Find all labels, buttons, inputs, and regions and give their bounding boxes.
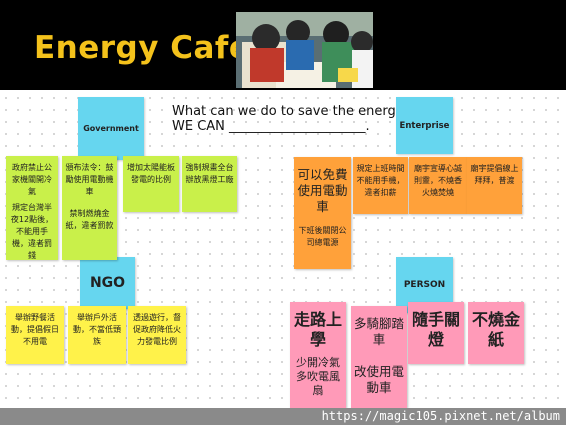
enterprise-note: 可以免費使用電動車 下班後關閉公司總電源 bbox=[294, 157, 351, 269]
person-note-text: 少開冷氣多吹電風扇 bbox=[296, 356, 340, 397]
ngo-note: 舉辦戶外活動，不當低頭族 bbox=[68, 306, 126, 364]
question-line-2: WE CAN _____________________. bbox=[172, 119, 370, 134]
footer-bar: https://magic105.pixnet.net/album bbox=[0, 408, 566, 425]
person-note-text: 改使用電動車 bbox=[354, 364, 405, 395]
person-note-text: 隨手關燈 bbox=[411, 310, 460, 349]
category-enterprise-label: Enterprise bbox=[399, 120, 450, 131]
slide-header: Energy Café bbox=[0, 0, 566, 90]
category-enterprise: Enterprise bbox=[396, 97, 453, 154]
question-prompt: What can we do to save the energy? WE CA… bbox=[172, 104, 410, 134]
government-note-text: 增加太陽能板發電的比例 bbox=[127, 163, 175, 184]
government-note-text: 禁制燃燒金紙，違者罰款 bbox=[65, 209, 114, 230]
classroom-photo bbox=[236, 12, 373, 88]
enterprise-note: 廟宇宣導心誠則靈，不燒香火燒焚燒 bbox=[409, 157, 467, 214]
person-note-text: 走路上學 bbox=[293, 310, 342, 349]
government-note: 頒布法令：鼓勵使用電動機車 禁制燃燒金紙，違者罰款 bbox=[62, 156, 117, 260]
enterprise-note: 規定上班時間不能用手機，違者扣薪 bbox=[353, 157, 408, 214]
government-note-text: 頒布法令：鼓勵使用電動機車 bbox=[65, 163, 114, 196]
person-note: 隨手關燈 bbox=[408, 302, 464, 364]
ngo-note-text: 舉辦野餐活動，提倡假日不用電 bbox=[11, 313, 59, 346]
enterprise-note-text: 規定上班時間不能用手機，違者扣薪 bbox=[356, 164, 405, 197]
enterprise-note-text: 可以免費使用電動車 bbox=[297, 167, 348, 214]
person-note: 不燒金紙 bbox=[468, 302, 524, 364]
enterprise-note: 廟宇提倡線上拜拜，普渡 bbox=[467, 157, 522, 214]
government-note: 強制規畫全台辦放黑燈工廠 bbox=[182, 156, 237, 212]
enterprise-note-text: 廟宇宣導心誠則靈，不燒香火燒焚燒 bbox=[414, 164, 462, 197]
person-note: 走路上學 少開冷氣多吹電風扇 bbox=[290, 302, 346, 408]
category-government: Government bbox=[78, 97, 144, 160]
ngo-note: 透過遊行，督促政府降低火力發電比例 bbox=[128, 306, 186, 364]
page-title: Energy Café bbox=[34, 30, 251, 66]
photo-image bbox=[236, 12, 373, 88]
government-note-text: 政府禁止公家機關開冷氣 bbox=[12, 163, 52, 196]
category-person-label: PERSON bbox=[403, 280, 446, 290]
category-ngo-label: NGO bbox=[89, 275, 126, 291]
government-note-text: 規定台灣半夜12點後，不能用手機，違者罰錢 bbox=[10, 203, 54, 260]
government-note: 政府禁止公家機關開冷氣 規定台灣半夜12點後，不能用手機，違者罰錢 bbox=[6, 156, 58, 260]
government-note: 增加太陽能板發電的比例 bbox=[123, 156, 179, 212]
person-note: 多騎腳踏車 改使用電動車 bbox=[351, 306, 407, 408]
enterprise-note-text: 廟宇提倡線上拜拜，普渡 bbox=[470, 164, 519, 185]
ngo-note-text: 舉辦戶外活動，不當低頭族 bbox=[73, 313, 121, 346]
question-line-1: What can we do to save the energy? bbox=[172, 104, 411, 119]
government-note-text: 強制規畫全台辦放黑燈工廠 bbox=[185, 163, 234, 184]
category-government-label: Government bbox=[83, 124, 139, 133]
ngo-note-text: 透過遊行，督促政府降低火力發電比例 bbox=[133, 313, 181, 346]
person-note-text: 不燒金紙 bbox=[471, 310, 520, 349]
footer-url[interactable]: https://magic105.pixnet.net/album bbox=[321, 409, 560, 423]
person-note-text: 多騎腳踏車 bbox=[354, 316, 405, 347]
enterprise-note-text: 下班後關閉公司總電源 bbox=[298, 226, 347, 247]
ngo-note: 舉辦野餐活動，提倡假日不用電 bbox=[6, 306, 64, 364]
category-ngo: NGO bbox=[80, 257, 135, 309]
